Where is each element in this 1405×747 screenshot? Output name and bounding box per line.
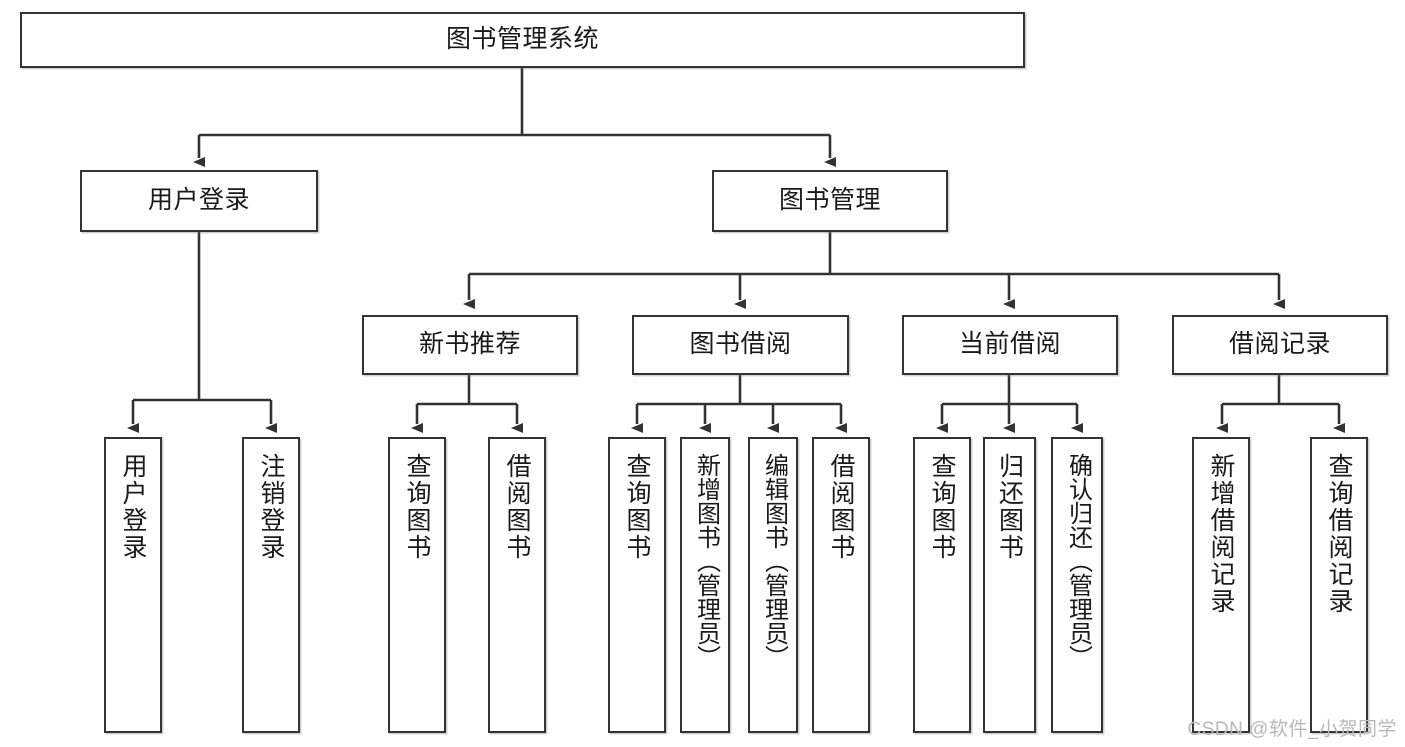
node-user-login[interactable]: 用户登录 — [80, 170, 318, 232]
leaf-records-add-record-label: 新增借阅记录 — [1207, 453, 1235, 615]
leaf-user-login-signin-label: 用户登录 — [119, 453, 147, 561]
leaf-current-return-book[interactable]: 归还图书 — [983, 437, 1036, 733]
node-book-borrow[interactable]: 图书借阅 — [632, 315, 849, 375]
leaf-records-query-record[interactable]: 查询借阅记录 — [1310, 437, 1368, 733]
leaf-records-add-record[interactable]: 新增借阅记录 — [1192, 437, 1250, 733]
leaf-current-query-book[interactable]: 查询图书 — [913, 437, 971, 733]
leaf-borrow-add-book-admin[interactable]: 新增图书（管理员） — [680, 437, 730, 733]
node-new-book-recommend-label: 新书推荐 — [418, 330, 521, 359]
leaf-borrow-add-book-admin-label: 新增图书（管理员） — [692, 453, 720, 669]
node-current-borrow[interactable]: 当前借阅 — [902, 315, 1118, 375]
node-book-borrow-label: 图书借阅 — [689, 330, 792, 359]
leaf-user-login-signout-label: 注销登录 — [257, 453, 285, 561]
leaf-current-confirm-return-admin-label: 确认归还（管理员） — [1064, 453, 1092, 669]
node-book-management[interactable]: 图书管理 — [712, 170, 948, 232]
leaf-user-login-signin[interactable]: 用户登录 — [104, 437, 162, 733]
leaf-user-login-signout[interactable]: 注销登录 — [242, 437, 300, 733]
leaf-current-query-book-label: 查询图书 — [928, 453, 956, 561]
leaf-current-confirm-return-admin[interactable]: 确认归还（管理员） — [1051, 437, 1103, 733]
node-user-login-label: 用户登录 — [147, 186, 250, 215]
leaf-borrow-edit-book-admin[interactable]: 编辑图书（管理员） — [748, 437, 798, 733]
watermark: CSDN @软件_小贺同学 — [1187, 719, 1397, 740]
leaf-current-return-book-label: 归还图书 — [995, 453, 1024, 561]
leaf-borrow-query-book-label: 查询图书 — [623, 453, 651, 561]
leaf-borrow-borrow-book-label: 借阅图书 — [827, 453, 855, 561]
node-root-system-label: 图书管理系统 — [445, 25, 599, 54]
leaf-borrow-edit-book-admin-label: 编辑图书（管理员） — [760, 453, 788, 669]
node-borrow-records[interactable]: 借阅记录 — [1172, 315, 1388, 375]
node-borrow-records-label: 借阅记录 — [1228, 330, 1331, 359]
leaf-borrow-borrow-book[interactable]: 借阅图书 — [812, 437, 870, 733]
node-new-book-recommend[interactable]: 新书推荐 — [362, 315, 578, 375]
node-current-borrow-label: 当前借阅 — [958, 330, 1061, 359]
node-root-system[interactable]: 图书管理系统 — [20, 12, 1025, 68]
leaf-recommend-query-book-label: 查询图书 — [403, 453, 431, 561]
leaf-recommend-borrow-book[interactable]: 借阅图书 — [488, 437, 546, 733]
leaf-recommend-borrow-book-label: 借阅图书 — [503, 453, 531, 561]
leaf-recommend-query-book[interactable]: 查询图书 — [388, 437, 446, 733]
node-book-management-label: 图书管理 — [778, 186, 881, 215]
leaf-borrow-query-book[interactable]: 查询图书 — [608, 437, 666, 733]
leaf-records-query-record-label: 查询借阅记录 — [1325, 453, 1353, 615]
